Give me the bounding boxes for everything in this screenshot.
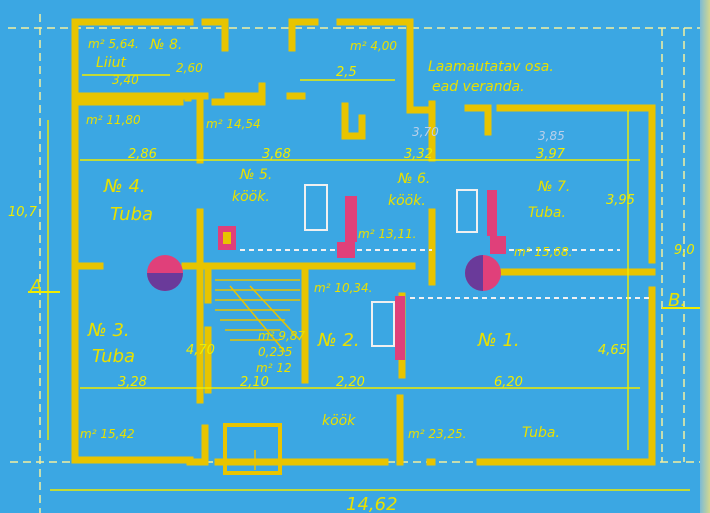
label-dim-10-7: 10,7 [8,205,37,220]
label-room3-name: Tuba [92,346,136,367]
label-dim-2-5: 2,5 [336,65,357,80]
label-area-23-25: m² 23,25. [408,427,467,441]
label-area-10-34: m² 10,34. [314,281,373,295]
label-veranda-2: ead veranda. [432,79,525,95]
label-veranda-1: Laamautatav osa. [428,59,554,75]
label-room5-name: köök. [232,189,270,205]
label-area-11-80: m² 11,80 [86,113,141,127]
label-room5-no: № 5. [240,167,273,183]
label-room1-name: Tuba. [522,425,560,441]
label-dim-4-65: 4,65 [598,343,627,358]
sink-2 [371,301,395,347]
chimney-6 [345,196,357,242]
label-room8-name: Liiut [96,55,126,71]
label-section-b: B. [668,290,687,311]
label-dim-2-20: 2,20 [336,375,365,390]
stair-lines [215,279,301,470]
dashed-partitions [240,249,652,299]
label-room8-w1: 3,40 [112,73,139,87]
label-dim-4-70: 4,70 [186,343,215,358]
paper-edge [700,0,710,513]
label-room3-no: № 3. [88,320,130,341]
label-room6-no: № 6. [398,171,431,187]
label-room4-name: Tuba [110,204,154,225]
label-dim-3-85: 3,85 [538,129,565,143]
label-dim-3-95: 3,95 [606,193,635,208]
label-room6-name: köök. [388,193,426,209]
label-dim-6-20: 6,20 [494,375,523,390]
label-dim-3-70: 3,70 [412,125,439,139]
label-dim-3-68: 3,68 [262,147,291,162]
stoves [147,184,506,360]
label-dim-9-0: 9,0 [674,243,695,258]
chimney-7 [487,190,497,236]
label-room4-no: № 4. [104,176,146,197]
label-area-13-11: m² 13,11. [358,227,417,241]
walls [71,18,656,475]
label-stair-3: m² 12 [256,361,292,375]
label-room8-w2: 2,60 [176,61,203,75]
label-room7-name: Tuba. [528,205,566,221]
label-dim-2-10: 2,10 [240,375,269,390]
dimension-lines [47,74,690,491]
chimney-2 [395,296,405,360]
label-dim-2-86: 2,86 [128,147,157,162]
section-markers [28,291,700,309]
label-kitchen-2: köök [322,413,356,429]
label-stair-2: 0,235 [258,345,293,359]
label-room1-no: № 1. [478,330,520,351]
label-dim-total: 14,62 [346,494,398,513]
label-section-a: A [30,276,43,297]
label-area-15-68: m² 15,68. [514,245,573,259]
label-area-14-54: m² 14,54 [206,117,261,131]
label-room8-no: № 8. [150,37,183,53]
label-area-4-00: m² 4,00 [350,39,398,53]
label-room2-no: № 2. [318,330,360,351]
label-stair-1: m² 9,87 [258,329,306,343]
label-dim-3-32: 3,32 [404,147,433,162]
label-dim-3-97: 3,97 [536,147,565,162]
label-room7-no: № 7. [538,179,571,195]
label-dim-3-28: 3,28 [118,375,147,390]
label-room8-area: m² 5,64. [88,37,139,51]
label-area-15-42: m² 15,42 [80,427,135,441]
sink-6 [304,184,328,231]
sink-7 [456,189,478,233]
